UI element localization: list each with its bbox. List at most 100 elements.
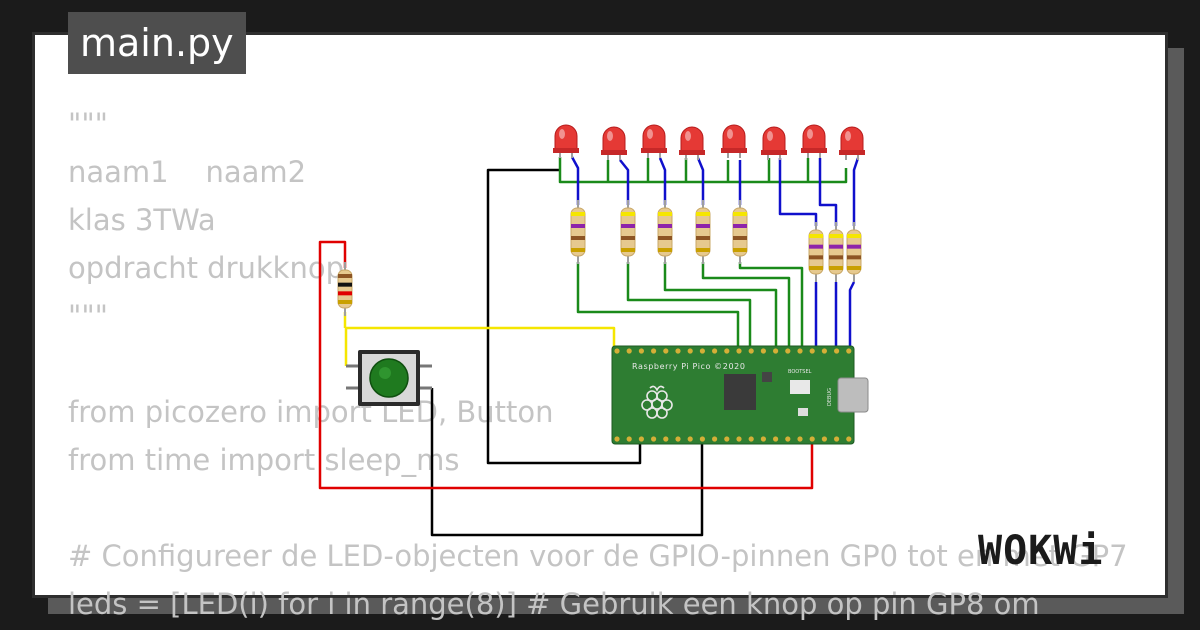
pin-top bbox=[651, 348, 657, 354]
pin-bottom bbox=[846, 436, 852, 442]
pin-top bbox=[797, 348, 803, 354]
pin-top bbox=[834, 348, 840, 354]
code-line: from picozero import LED, Button bbox=[68, 395, 554, 429]
debug-label: DEBUG bbox=[827, 388, 833, 406]
bootsel-button[interactable] bbox=[790, 380, 810, 394]
code-line: """ bbox=[68, 299, 109, 333]
pin-top bbox=[675, 348, 681, 354]
wire bbox=[619, 159, 630, 205]
wire bbox=[852, 157, 860, 226]
pin-bottom bbox=[809, 436, 815, 442]
wokwi-logo: WOKWi bbox=[978, 528, 1103, 574]
pin-top bbox=[736, 348, 742, 354]
raspberry-logo-icon bbox=[641, 385, 673, 419]
wire bbox=[663, 262, 778, 350]
onboard-led bbox=[798, 408, 808, 416]
code-line: from time import sleep_ms bbox=[68, 443, 460, 477]
pin-bottom bbox=[614, 436, 620, 442]
pin-top bbox=[614, 348, 620, 354]
bootsel-label: BOOTSEL bbox=[788, 369, 812, 375]
code-line: leds = [LED(i) for i in range(8)] # Gebr… bbox=[68, 587, 1040, 621]
flash-chip bbox=[762, 372, 772, 382]
led-7 bbox=[839, 126, 865, 160]
resistor-led bbox=[828, 222, 844, 282]
resistor-led bbox=[657, 200, 673, 264]
pin-bottom bbox=[712, 436, 718, 442]
resistor-led bbox=[695, 200, 711, 264]
pin-top bbox=[785, 348, 791, 354]
resistor-led bbox=[732, 200, 748, 264]
wire bbox=[738, 262, 804, 350]
leds bbox=[553, 124, 865, 160]
pico-pins bbox=[614, 348, 852, 442]
led-5 bbox=[761, 126, 787, 160]
pin-top bbox=[821, 348, 828, 354]
resistor-led bbox=[808, 222, 824, 282]
wire bbox=[818, 158, 838, 226]
pin-top bbox=[724, 348, 730, 354]
pin-bottom bbox=[724, 436, 730, 442]
file-tab-label: main.py bbox=[80, 21, 234, 65]
code-line: klas 3TWa bbox=[68, 203, 216, 237]
wire bbox=[658, 157, 667, 205]
wokwi-logo-text: WOKWi bbox=[978, 528, 1103, 574]
pin-top bbox=[846, 348, 852, 354]
wire bbox=[344, 326, 616, 366]
led-1 bbox=[601, 126, 627, 160]
pin-bottom bbox=[626, 436, 632, 442]
pin-top bbox=[712, 348, 718, 354]
pin-top bbox=[748, 348, 754, 354]
wire bbox=[848, 281, 856, 350]
file-tab[interactable]: main.py bbox=[68, 12, 246, 74]
code-line: naam1 naam2 bbox=[68, 155, 307, 189]
usb-port bbox=[837, 377, 869, 413]
pin-bottom bbox=[651, 436, 657, 442]
pin-top bbox=[626, 348, 632, 354]
preview-card bbox=[32, 32, 1168, 598]
pin-top bbox=[699, 348, 706, 354]
wires bbox=[318, 156, 860, 537]
wire bbox=[486, 168, 642, 465]
led-0 bbox=[553, 124, 579, 158]
pin-top bbox=[809, 348, 815, 354]
code-line: opdracht drukknop bbox=[68, 251, 344, 285]
pin-bottom bbox=[699, 436, 706, 442]
wire bbox=[576, 262, 740, 350]
pin-top bbox=[663, 348, 669, 354]
pin-bottom bbox=[785, 436, 791, 442]
led-2 bbox=[641, 124, 667, 158]
code-line: """ bbox=[68, 107, 109, 141]
pushbutton[interactable] bbox=[346, 350, 432, 406]
pin-bottom bbox=[687, 436, 693, 442]
led-6 bbox=[801, 124, 827, 158]
resistor-led bbox=[846, 222, 862, 282]
pin-bottom bbox=[760, 436, 767, 442]
resistors bbox=[337, 200, 862, 316]
wire bbox=[778, 158, 818, 226]
resistor-led bbox=[570, 200, 586, 264]
pin-top bbox=[760, 348, 767, 354]
resistor-pullup bbox=[337, 262, 353, 316]
wire bbox=[318, 240, 814, 490]
code-editor: """ naam1 naam2 klas 3TWa opdracht drukk… bbox=[68, 100, 1128, 628]
pin-top bbox=[773, 348, 779, 354]
pin-bottom bbox=[638, 436, 645, 442]
pin-top bbox=[687, 348, 693, 354]
wire bbox=[626, 262, 752, 350]
led-4 bbox=[721, 124, 747, 158]
wire bbox=[701, 262, 791, 350]
pin-bottom bbox=[736, 436, 742, 442]
code-line: # Configureer de LED-objecten voor de GP… bbox=[68, 539, 1128, 573]
rp2040-chip bbox=[724, 374, 756, 410]
raspberry-pi-pico-board[interactable]: Raspberry Pi Pico ©2020 BOOTSEL DEBUG bbox=[611, 345, 869, 445]
pin-bottom bbox=[821, 436, 828, 442]
pin-bottom bbox=[675, 436, 681, 442]
wire bbox=[696, 157, 705, 205]
pin-bottom bbox=[748, 436, 754, 442]
pin-top bbox=[638, 348, 645, 354]
board-label: Raspberry Pi Pico ©2020 bbox=[632, 362, 746, 371]
wire bbox=[570, 156, 580, 205]
pin-bottom bbox=[773, 436, 779, 442]
pin-bottom bbox=[797, 436, 803, 442]
